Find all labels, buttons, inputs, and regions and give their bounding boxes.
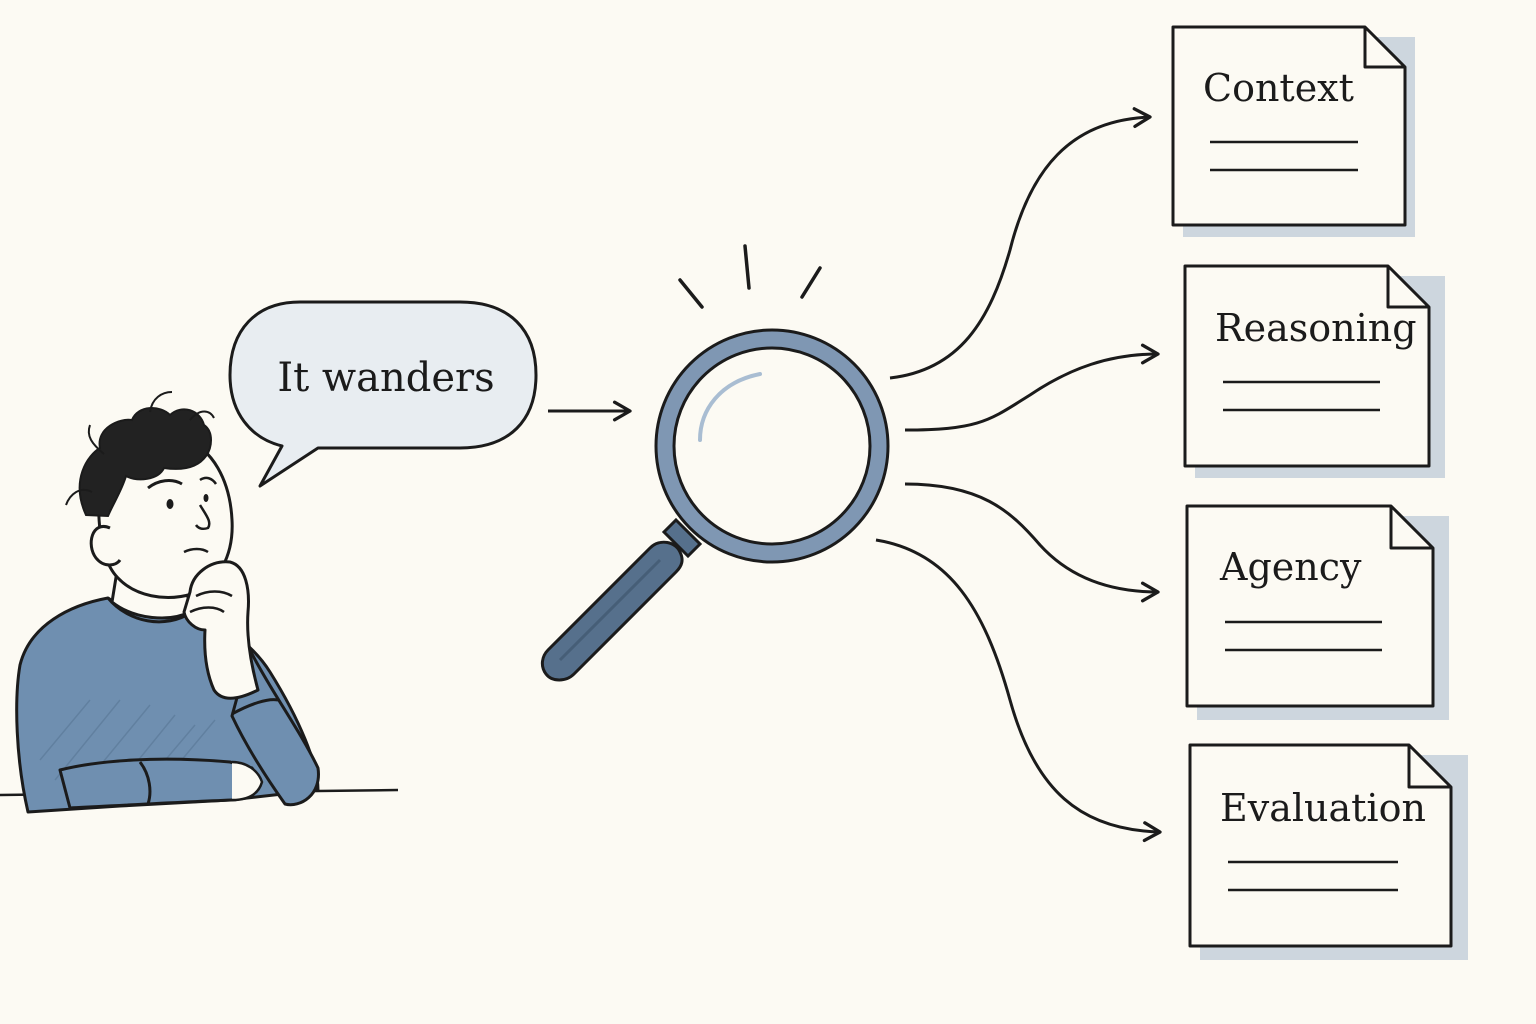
left-forearm — [58, 757, 258, 810]
arrow-to-agency — [904, 482, 1160, 603]
speech-bubble-shape — [228, 300, 538, 488]
arrow-to-reasoning — [904, 343, 1160, 432]
document-card: Reasoning — [1183, 264, 1445, 478]
ear — [89, 524, 122, 567]
magnifying-glass-icon — [540, 244, 890, 682]
nose — [194, 504, 211, 531]
document-card: Context — [1171, 25, 1415, 237]
eye — [166, 499, 174, 509]
left-hand — [231, 760, 264, 802]
document-card: Evaluation — [1188, 743, 1468, 960]
eyebrow — [147, 479, 183, 490]
hair-strands — [65, 391, 215, 506]
mouth — [183, 547, 209, 554]
document-label: Evaluation — [1220, 786, 1426, 830]
thinking-person-illustration — [0, 391, 399, 814]
document-page — [1185, 504, 1435, 708]
speech-bubble-text: It wanders — [277, 355, 494, 401]
magnifier-handle — [540, 540, 684, 682]
hair — [78, 407, 212, 518]
arrow-to-context — [889, 107, 1152, 380]
document-page — [1171, 25, 1407, 227]
document-label: Reasoning — [1215, 306, 1417, 350]
document-card: Agency — [1185, 504, 1449, 720]
chin-hand — [182, 560, 260, 700]
document-page — [1183, 264, 1431, 468]
arrow-to-evaluation — [875, 538, 1162, 843]
document-page — [1188, 743, 1453, 948]
document-label: Context — [1203, 66, 1354, 110]
branch-arrows — [875, 107, 1162, 843]
document-label: Agency — [1219, 545, 1362, 589]
speech-bubble: It wanders — [228, 300, 538, 488]
